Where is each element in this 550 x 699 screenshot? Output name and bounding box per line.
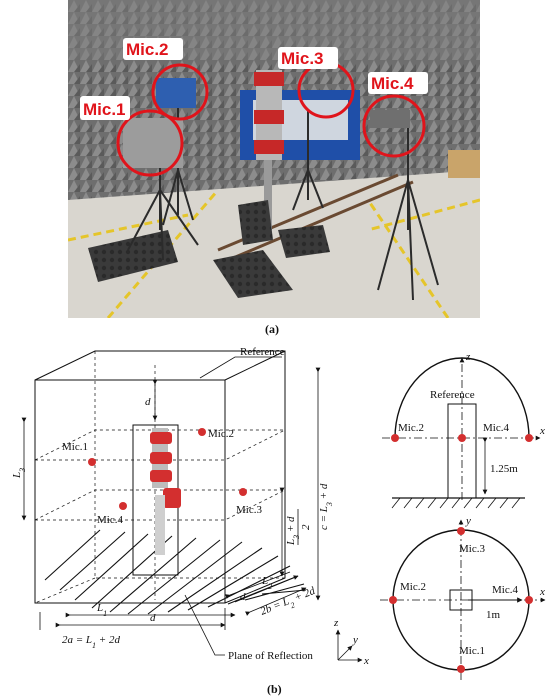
dim-d-top: d (145, 396, 151, 408)
mic3-label: Mic.3 (236, 504, 262, 516)
dim-c: c = L3 + d (318, 483, 334, 530)
top-mic3-label: Mic.3 (459, 543, 485, 555)
mic4-dot (119, 502, 127, 510)
triad-z: z (333, 617, 339, 629)
mic2-label: Mic.2 (208, 428, 234, 440)
mic4-label: Mic.4 (97, 514, 123, 526)
caption-b: (b) (267, 682, 282, 696)
mic3-dot (239, 488, 247, 496)
top-view (380, 519, 546, 680)
reflection-plane-hatch (44, 529, 307, 615)
dim-l2: L2 (261, 575, 272, 591)
caption-a: (a) (265, 322, 279, 336)
measurement-schematic: Mic.1 Mic.2 Mic.3 Mic.4 Reference d L3 c… (11, 346, 546, 680)
top-axis-y: y (465, 515, 471, 527)
robot-arm (150, 428, 181, 555)
top-mic4-label: Mic.4 (492, 584, 518, 596)
side-reference-label: Reference (430, 389, 475, 401)
mic1-dot (88, 458, 96, 466)
photo-label-mic2: Mic.2 (126, 40, 169, 59)
top-radius-label: 1m (486, 609, 501, 621)
top-axis-x: x (539, 586, 545, 598)
photo-label-mic4: Mic.4 (371, 74, 414, 93)
top-mic1-label: Mic.1 (459, 645, 485, 657)
reference-label: Reference (240, 346, 285, 358)
mic2-dot (198, 428, 206, 436)
dim-half-height: L3 + d 2 (285, 509, 312, 546)
side-axis-x: x (539, 425, 545, 437)
side-axis-z: z (465, 351, 471, 363)
triad-y: y (352, 634, 358, 646)
dim-2a: 2a = L1 + 2d (62, 634, 120, 650)
side-mic4-label: Mic.4 (483, 422, 509, 434)
svg-text:L3 + d: L3 + d (285, 516, 301, 546)
side-view (382, 357, 541, 509)
photo-label-mic3: Mic.3 (281, 49, 324, 68)
anechoic-chamber-photo: Mic.1 Mic.2 Mic.3 Mic.4 (68, 0, 480, 318)
top-mic2-label: Mic.2 (400, 581, 426, 593)
plane-label: Plane of Reflection (228, 650, 313, 662)
dim-d-right: d (240, 591, 246, 603)
photo-label-mic1: Mic.1 (83, 100, 126, 119)
triad-x: x (363, 655, 369, 667)
dim-l3: L3 (11, 468, 27, 479)
svg-text:2: 2 (300, 524, 312, 530)
dim-l1: L1 (96, 602, 107, 618)
side-mic2-label: Mic.2 (398, 422, 424, 434)
mic1-label: Mic.1 (62, 441, 88, 453)
side-height-label: 1.25m (490, 463, 518, 475)
dim-d-bottom: d (150, 612, 156, 624)
